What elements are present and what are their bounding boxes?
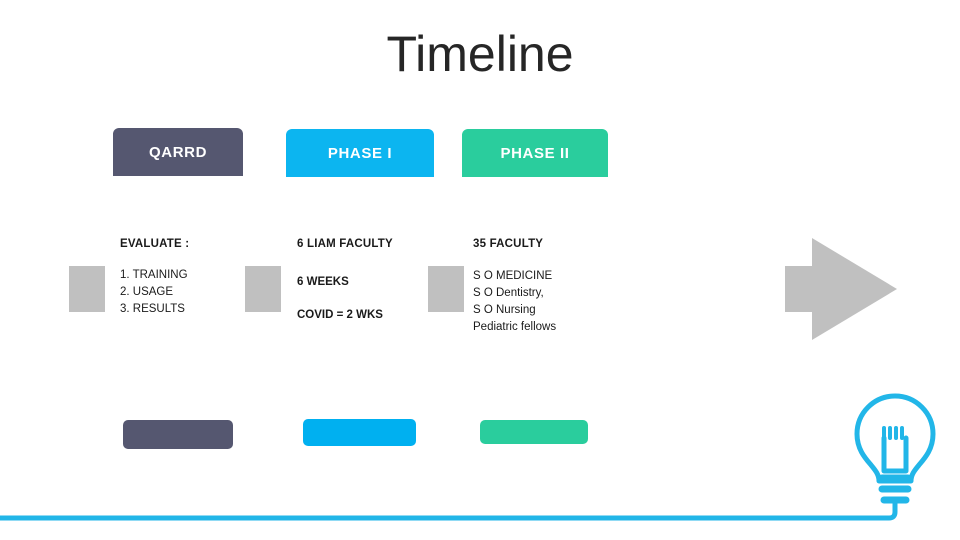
phase-column-phase-i: 6 LIAM FACULTY 6 WEEKS COVID = 2 WKS bbox=[297, 238, 457, 332]
phase-chip-label: PHASE I bbox=[327, 144, 393, 162]
column-heading: EVALUATE : bbox=[120, 238, 190, 250]
column-line: 1. TRAINING bbox=[120, 269, 188, 281]
column-line: Pediatric fellows bbox=[473, 321, 557, 333]
column-body: 6 WEEKS COVID = 2 WKS bbox=[297, 266, 457, 332]
footer-bar-qarrd bbox=[123, 420, 233, 449]
column-line: 6 WEEKS bbox=[297, 276, 349, 288]
phase-chip-label: PHASE II bbox=[500, 144, 570, 162]
footer-bar-phase-i bbox=[303, 419, 416, 446]
page-title: Timeline bbox=[386, 26, 574, 82]
column-body: S O MEDICINE S O Dentistry, S O Nursing … bbox=[473, 268, 643, 336]
wire-line bbox=[0, 500, 898, 521]
phase-chip-phase-i[interactable]: PHASE I bbox=[286, 129, 434, 177]
column-line: S O Dentistry, bbox=[473, 287, 544, 299]
column-heading: 6 LIAM FACULTY bbox=[297, 238, 393, 250]
phase-chip-phase-ii[interactable]: PHASE II bbox=[462, 129, 608, 177]
phase-column-qarrd: EVALUATE : 1. TRAINING 2. USAGE 3. RESUL… bbox=[120, 238, 270, 318]
phase-chip-label: QARRD bbox=[149, 143, 207, 161]
column-heading: 35 FACULTY bbox=[473, 238, 544, 250]
column-line: 2. USAGE bbox=[120, 286, 174, 298]
column-line: 3. RESULTS bbox=[120, 303, 185, 315]
column-line: COVID = 2 WKS bbox=[297, 309, 383, 321]
column-line: S O MEDICINE bbox=[473, 270, 553, 282]
column-line: S O Nursing bbox=[473, 304, 536, 316]
phase-column-phase-ii: 35 FACULTY S O MEDICINE S O Dentistry, S… bbox=[473, 238, 643, 336]
phase-chip-qarrd[interactable]: QARRD bbox=[113, 128, 243, 176]
footer-bar-phase-ii bbox=[480, 420, 588, 444]
column-body: 1. TRAINING 2. USAGE 3. RESULTS bbox=[120, 267, 270, 318]
